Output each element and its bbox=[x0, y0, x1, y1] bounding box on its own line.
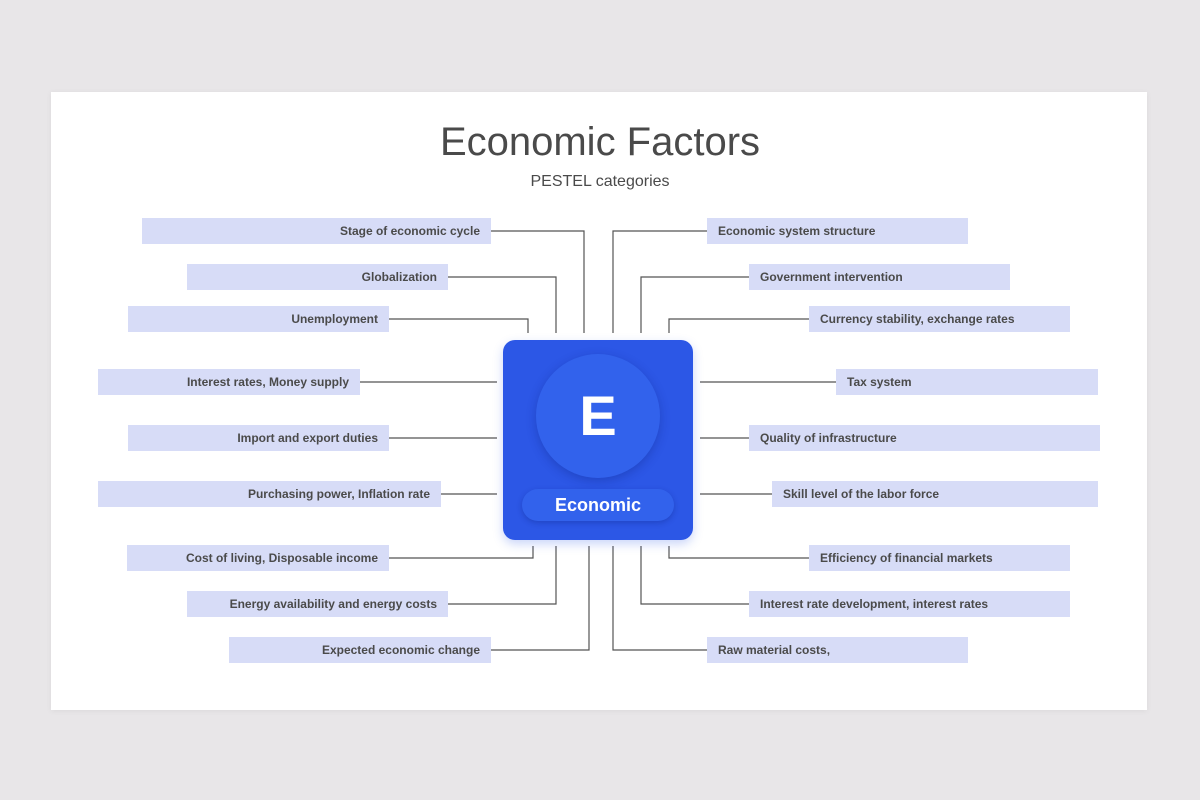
factor-box-left: Unemployment bbox=[128, 306, 389, 332]
connector-right-1 bbox=[612, 230, 707, 333]
factor-box-right: Currency stability, exchange rates bbox=[809, 306, 1070, 332]
factor-box-left: Import and export duties bbox=[128, 425, 389, 451]
factor-box-left: Purchasing power, Inflation rate bbox=[98, 481, 441, 507]
connector-right-2 bbox=[640, 276, 749, 333]
factor-box-right: Skill level of the labor force bbox=[772, 481, 1098, 507]
connector-left-2 bbox=[448, 276, 557, 333]
factor-box-right: Tax system bbox=[836, 369, 1098, 395]
factor-box-right: Quality of infrastructure bbox=[749, 425, 1100, 451]
factor-box-left: Expected economic change bbox=[229, 637, 491, 663]
hub-label: Economic bbox=[522, 489, 674, 521]
factor-box-left: Cost of living, Disposable income bbox=[127, 545, 389, 571]
factor-box-left: Globalization bbox=[187, 264, 448, 290]
hub-letter: E bbox=[579, 384, 617, 447]
factor-box-right: Economic system structure bbox=[707, 218, 968, 244]
connector-right-8 bbox=[640, 546, 749, 605]
connector-left-9 bbox=[491, 546, 590, 651]
economic-hub: E Economic bbox=[503, 340, 693, 540]
factor-box-right: Efficiency of financial markets bbox=[809, 545, 1070, 571]
factor-box-right: Government intervention bbox=[749, 264, 1010, 290]
page-title: Economic Factors bbox=[439, 120, 761, 164]
connector-left-1 bbox=[491, 230, 585, 333]
connector-right-3 bbox=[668, 318, 809, 333]
hub-circle: E bbox=[536, 354, 660, 478]
factor-box-right: Raw material costs, bbox=[707, 637, 968, 663]
connector-left-7 bbox=[389, 546, 534, 559]
connector-left-8 bbox=[448, 546, 557, 605]
factor-box-left: Stage of economic cycle bbox=[142, 218, 491, 244]
factor-box-right: Interest rate development, interest rate… bbox=[749, 591, 1070, 617]
factor-box-left: Energy availability and energy costs bbox=[187, 591, 448, 617]
connector-left-3 bbox=[389, 318, 529, 333]
connector-right-7 bbox=[668, 546, 809, 559]
factor-box-left: Interest rates, Money supply bbox=[98, 369, 360, 395]
page-subtitle: PESTEL categories bbox=[530, 173, 670, 190]
connector-right-9 bbox=[612, 546, 707, 651]
